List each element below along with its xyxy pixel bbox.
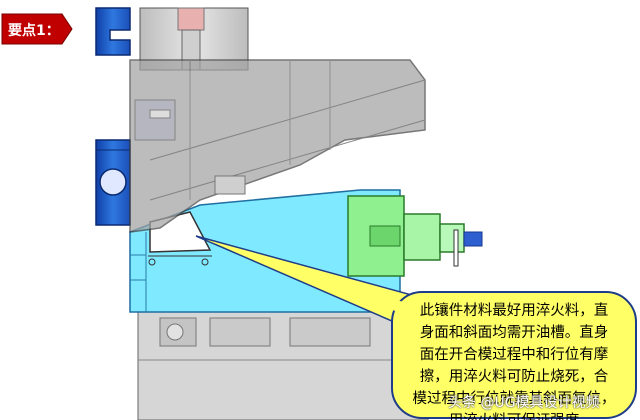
callout-text: 此镶件材料最好用淬火料，直 身面和斜面均需开油槽。直身 面在开合模过程中和行位有…: [398, 300, 630, 420]
tag-label: 要点1：: [8, 23, 60, 39]
callout-line: 模过程中行位就靠其斜面复位，: [412, 391, 616, 407]
callout-line: 用淬火料可保证强度: [398, 410, 630, 420]
green-cylinder-part: [347, 195, 483, 277]
translucent-cavity-wedge: [129, 59, 426, 233]
watermark-text: 头条 @UG模具设计视频: [448, 395, 600, 411]
callout-line: 面在开合模过程中和行位有摩: [419, 347, 609, 363]
tag-arrow-shape: [1, 13, 73, 45]
callout-line: 身面和斜面均需开油槽。直身: [419, 325, 609, 341]
callout-bubble: [195, 235, 637, 419]
callout-line: 此镶件材料最好用淬火料，直: [419, 303, 609, 319]
callout-line: 擦，用淬火料可防止烧死，合: [419, 369, 609, 385]
blue-heel-block: [95, 7, 131, 226]
